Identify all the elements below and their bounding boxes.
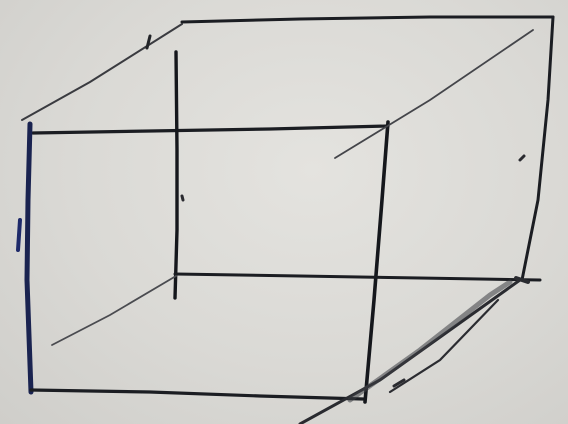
back-bottom-edge xyxy=(175,274,540,280)
depth-edge-top-left xyxy=(22,24,182,120)
back-face xyxy=(175,17,553,298)
front-left-edge xyxy=(27,124,31,392)
front-top-edge xyxy=(33,126,388,133)
back-top-edge xyxy=(182,17,553,22)
front-bottom-edge xyxy=(31,390,363,399)
depth-edges xyxy=(22,24,533,424)
depth-edge-top-right xyxy=(335,30,533,158)
depth-edge-bottom-right xyxy=(300,280,520,424)
pen-mark-2 xyxy=(520,156,524,160)
front-right-edge xyxy=(365,122,388,402)
back-right-edge xyxy=(522,17,553,280)
depth-edge-bottom-left xyxy=(52,276,176,345)
pen-marks xyxy=(182,156,528,386)
pen-mark-1 xyxy=(182,196,183,200)
depth-edge-top-left-stub xyxy=(147,36,150,48)
depth-edge-bottom-right-echo xyxy=(390,300,498,392)
back-left-edge xyxy=(175,52,177,298)
front-left-edge-highlight xyxy=(18,220,20,250)
front-face xyxy=(18,122,388,402)
